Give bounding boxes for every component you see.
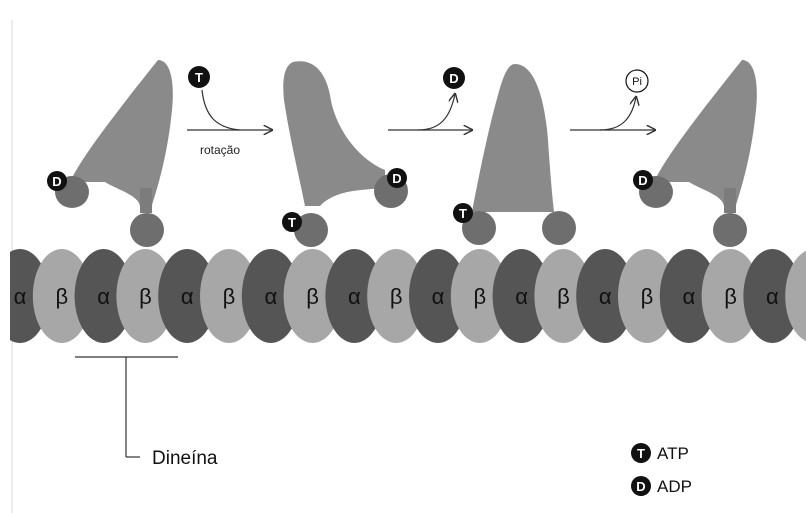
adp-marker: D [443, 67, 465, 89]
adp-marker-letter: D [52, 174, 61, 189]
beta-label: β [139, 284, 152, 309]
adp-release-curve [418, 94, 455, 130]
step-1-transition: T rotação [187, 66, 272, 157]
atp-marker: T [282, 212, 302, 232]
legend-atp-symbol: T [637, 446, 645, 461]
beta-label: β [390, 284, 403, 309]
motor-foot [130, 213, 164, 247]
beta-label: β [473, 284, 486, 309]
adp-marker-letter: D [449, 71, 458, 86]
alpha-label: α [682, 284, 695, 309]
beta-label: β [55, 284, 68, 309]
atp-marker-letter: T [288, 215, 296, 230]
adp-marker: D [387, 168, 407, 188]
dynein-motor-state-4: D [633, 60, 757, 247]
legend-atp-label: ATP [657, 444, 689, 463]
motor-foot [542, 211, 576, 245]
pi-release-curve [600, 97, 636, 130]
alpha-label: α [264, 284, 277, 309]
dynein-motor-state-3: T [453, 64, 576, 245]
beta-label: β [306, 284, 319, 309]
legend: T ATP D ADP [631, 443, 692, 496]
pi-marker: Pi [626, 70, 648, 92]
adp-marker: D [47, 171, 67, 191]
dynein-motor-state-2: T D [282, 61, 408, 247]
rotation-label: rotação [200, 143, 240, 157]
adp-marker-letter: D [392, 171, 401, 186]
adp-marker-letter: D [638, 173, 647, 188]
beta-label: β [641, 284, 654, 309]
atp-marker: T [188, 66, 210, 88]
atp-marker-letter: T [459, 206, 467, 221]
atp-marker-letter: T [195, 70, 203, 85]
legend-item-atp: T ATP [631, 443, 689, 463]
microtubule-protofilament: αβαβαβαβαβαβαβαβαβαβ [0, 249, 806, 343]
beta-label: β [557, 284, 570, 309]
motor-body [472, 64, 554, 212]
alpha-label: α [181, 284, 194, 309]
atp-binding-curve [202, 90, 240, 130]
atp-marker: T [453, 203, 473, 223]
dynein-caption: Dineína [152, 448, 218, 469]
step-3-transition: Pi [570, 70, 655, 130]
alpha-label: α [432, 284, 445, 309]
alpha-label: α [599, 284, 612, 309]
beta-label: β [223, 284, 236, 309]
adp-marker: D [633, 170, 653, 190]
motor-body [283, 61, 385, 206]
motor-stalk [724, 188, 736, 213]
legend-adp-label: ADP [657, 477, 692, 496]
beta-label: β [724, 284, 737, 309]
legend-adp-symbol: D [636, 479, 645, 494]
motor-foot [713, 213, 747, 247]
dynein-bracket [75, 357, 178, 457]
pi-marker-label: Pi [632, 76, 642, 88]
dynein-motor-state-1: D [47, 60, 173, 247]
legend-item-adp: D ADP [631, 476, 692, 496]
alpha-label: α [14, 284, 27, 309]
step-2-transition: D [388, 67, 472, 130]
alpha-label: α [766, 284, 779, 309]
alpha-label: α [515, 284, 528, 309]
motor-stalk [140, 188, 152, 213]
alpha-label: α [97, 284, 110, 309]
alpha-label: α [348, 284, 361, 309]
